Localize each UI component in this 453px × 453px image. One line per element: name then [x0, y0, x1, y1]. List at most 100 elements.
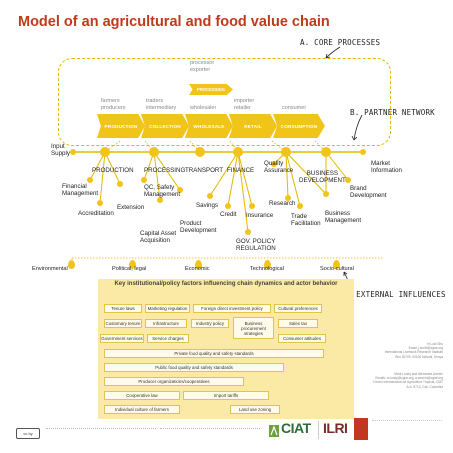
chevron-consumption: CONSUMPTION	[273, 114, 325, 138]
chevron-retail: RETAIL	[229, 114, 277, 138]
label-qc-safety: QC, Safety Management	[144, 184, 181, 199]
annotation-arrow-network	[351, 114, 363, 141]
chevron-wholesale: WHOLESALE	[185, 114, 233, 138]
annotation-core-processes: A. CORE PROCESSES	[300, 38, 381, 47]
factor-private-standards: Private food quality and safety standard…	[104, 349, 324, 358]
factor-land-use-zoning: Land use zoning	[230, 405, 280, 414]
node-business	[321, 147, 331, 157]
footer-note-left	[46, 428, 156, 439]
actor-processor: processor exporter	[190, 60, 215, 73]
node-brand	[345, 177, 351, 183]
label-quality-assurance: Quality Assurance	[264, 160, 294, 175]
factor-individual-culture: Individual culture of farmers	[104, 405, 180, 414]
node-qc	[141, 177, 147, 183]
node-research	[285, 195, 291, 201]
label-gov-policy: GOV. POLICY REGULATION	[236, 238, 276, 253]
factor-cultural-preferences: Cultural preferences	[274, 304, 322, 313]
actor-farmers: farmers producers	[101, 98, 126, 111]
node-processing	[149, 147, 159, 157]
creative-commons-icon: cc by	[16, 428, 40, 439]
factor-consumer-attitudes: Consumer attitudes	[278, 334, 326, 343]
chevron-collection: COLLECTION	[141, 114, 189, 138]
node-savings	[207, 193, 213, 199]
label-input-supply: Input Supply	[51, 143, 70, 158]
logo-divider	[318, 421, 319, 439]
actor-traders: traders intermediary	[146, 98, 177, 111]
factors-heading: Key institutional/policy factors influen…	[114, 281, 338, 287]
label-financial-management: Financial Management	[62, 183, 99, 198]
node-transport	[195, 147, 205, 157]
external-technological: Technological	[250, 266, 284, 272]
footer-note-right	[372, 420, 442, 441]
contact-block-2: Mark Lundy and Alexandra Amrein Emails: …	[373, 372, 443, 389]
node-capital	[157, 197, 163, 203]
node-product-dev	[177, 187, 183, 193]
drop-economic	[195, 260, 202, 269]
node-finance	[233, 147, 243, 157]
label-brand-development: Brand Development	[350, 185, 387, 200]
node-gov-policy	[245, 229, 251, 235]
factor-public-standards: Public food quality and safety standards	[104, 363, 284, 372]
label-capital-asset: Capital Asset Acquisition	[140, 230, 177, 245]
label-product-development: Product Development	[180, 220, 217, 235]
factor-government-services: Government services	[100, 334, 144, 343]
label-market-information: Market Information	[371, 160, 402, 175]
node-extension	[117, 181, 123, 187]
ciat-logo-icon	[268, 422, 298, 440]
core-processes-box	[58, 58, 391, 146]
node-credit	[225, 203, 231, 209]
factor-sales-tax: Sales tax	[278, 319, 318, 328]
label-business-management: Business Management	[325, 210, 362, 225]
label-hub-transport: TRANSPORT	[185, 167, 224, 174]
drop-technological	[264, 260, 271, 269]
chevron-processing: PROCESSING	[189, 84, 233, 95]
ilri-logo-text: ILRI	[323, 420, 348, 436]
annotation-arrow-core	[325, 46, 341, 59]
factor-service-charges: Service charges	[147, 334, 189, 343]
node-trade	[297, 203, 303, 209]
chevron-production: PRODUCTION	[97, 114, 145, 138]
factor-infrastructure: Infrastructure	[145, 319, 187, 328]
external-economic: Economic	[185, 266, 210, 272]
factor-producer-organizations: Producer organizations/cooperatives	[104, 377, 244, 386]
label-insurance: Insurance	[246, 212, 274, 219]
node-accreditation	[97, 200, 103, 206]
label-research: Research	[269, 200, 296, 207]
node-market-info	[360, 149, 366, 155]
label-hub-finance: FINANCE	[227, 167, 255, 174]
cgiar-research-program-logo	[354, 418, 368, 440]
label-accreditation: Accreditation	[78, 210, 114, 217]
factor-industry-policy: Industry policy	[191, 319, 229, 328]
label-hub-processing: PROCESSING	[144, 167, 186, 174]
label-hub-business: BUSINESS DEVELOPMENT	[299, 170, 346, 185]
factor-marketing-regulation: Marketing regulation	[145, 304, 190, 313]
drop-socio-cultural	[333, 260, 340, 269]
node-quality	[281, 147, 291, 157]
actor-consumer: consumer	[282, 105, 307, 111]
footer-note-center	[160, 428, 260, 439]
external-political-legal: Political, legal	[112, 266, 147, 272]
page-title: Model of an agricultural and food value …	[18, 14, 330, 30]
factor-import-tariffs: Import tariffs	[183, 391, 269, 400]
actor-importer: importer retailer	[234, 98, 255, 111]
drop-political	[129, 260, 136, 269]
node-input-supply	[70, 149, 76, 155]
node-insurance	[249, 203, 255, 209]
external-socio-cultural: Socio-cultural	[320, 266, 354, 272]
actor-wholesaler: wholesaler	[190, 105, 217, 111]
external-environmental: Environmental	[32, 266, 68, 272]
annotation-partner-network: B. PARTNER NETWORK	[350, 108, 435, 117]
label-hub-production: PRODUCTION	[92, 167, 134, 174]
label-extension: Extension	[117, 204, 145, 211]
contact-block-1: Iri Loid Shu Email: j.smith@cgiar.org In…	[384, 342, 443, 359]
factor-cooperative-law: Cooperative law	[104, 391, 180, 400]
factor-business-procurement: Business procurement strategies	[233, 317, 274, 339]
factor-customary-tenure: Customary tenure	[104, 319, 142, 328]
annotation-external-influences: C. EXTERNAL INFLUENCES	[342, 290, 446, 299]
label-credit: Credit	[220, 211, 237, 218]
node-financial-mgmt	[87, 177, 93, 183]
label-savings: Savings	[196, 202, 219, 209]
ciat-logo-text: CIAT	[281, 420, 311, 436]
drop-environmental	[68, 260, 75, 269]
